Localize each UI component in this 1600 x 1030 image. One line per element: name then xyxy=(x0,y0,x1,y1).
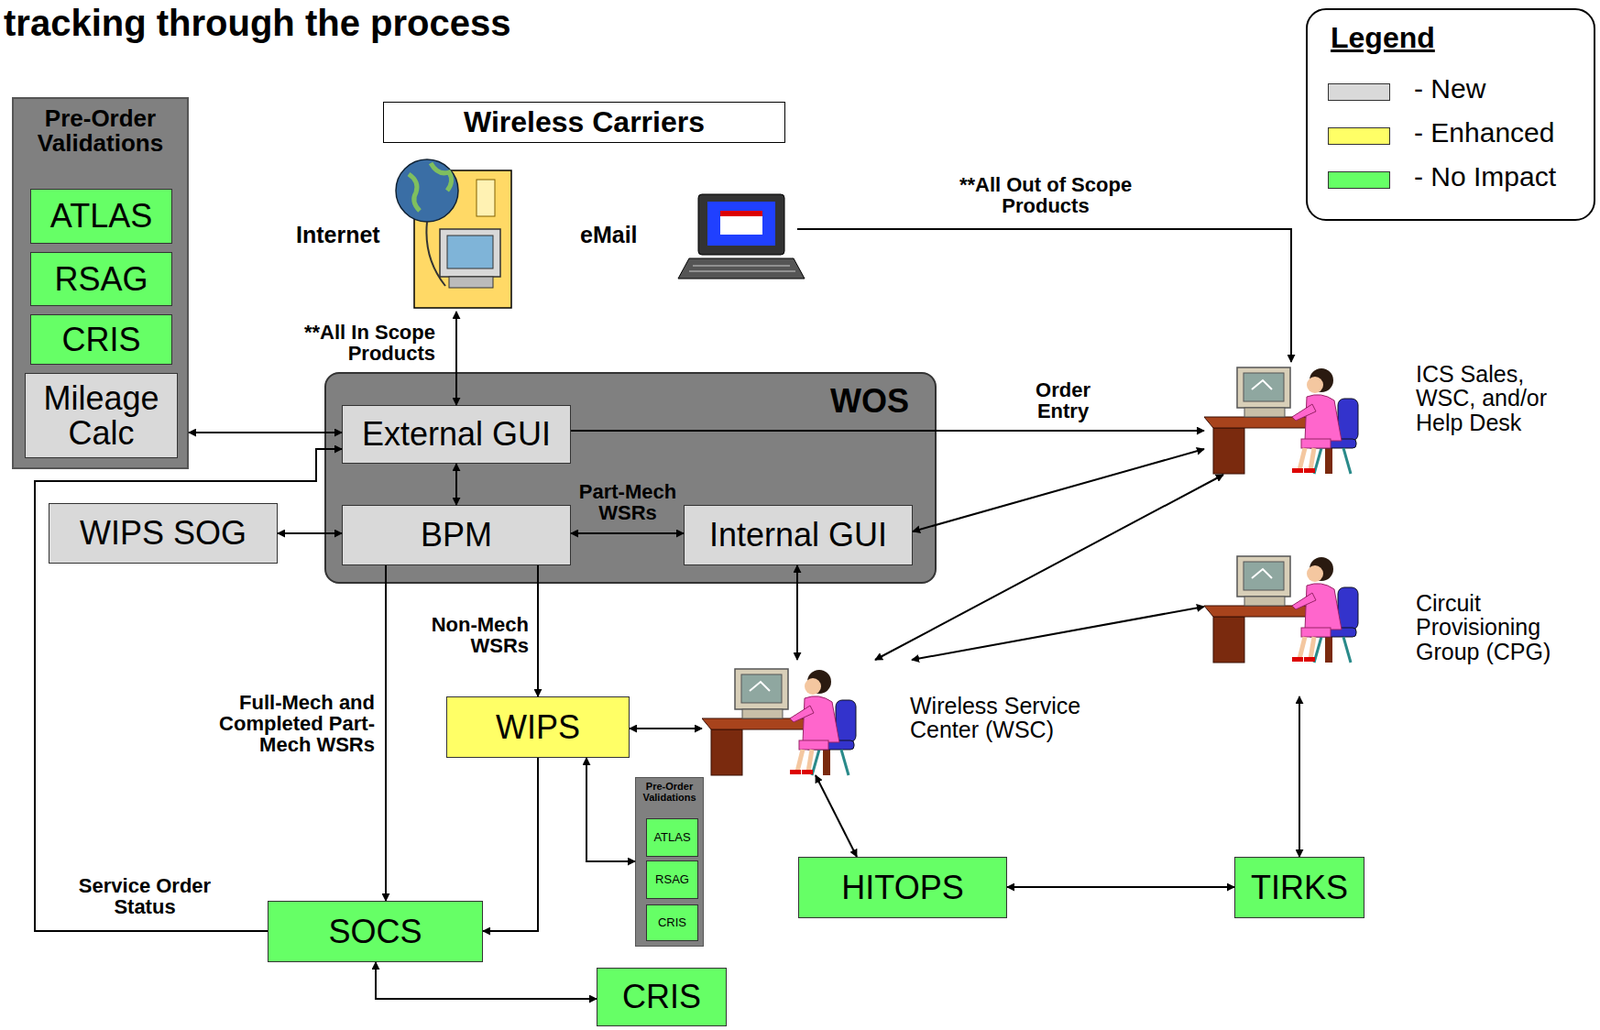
system-box: CRIS xyxy=(30,314,173,365)
box-label: HITOPS xyxy=(841,870,964,906)
edge-label: Non-Mech WSRs xyxy=(409,613,529,657)
edge-label: Part-Mech WSRs xyxy=(572,481,683,524)
system-box: ATLAS xyxy=(30,188,173,244)
box-label: ATLAS xyxy=(653,831,691,844)
group-panel: Pre-Order ValidationsATLAS RSAG CRIS Mileag… xyxy=(11,97,189,470)
legend-box: Legend - New - Enhanced - No Impact xyxy=(1305,8,1596,221)
legend-swatch xyxy=(1327,127,1391,145)
system-box: CRIS xyxy=(646,904,699,942)
box-label: External GUI xyxy=(361,416,551,452)
box-label: Mileage Calc xyxy=(25,381,177,451)
box-label: WIPS SOG xyxy=(79,515,247,551)
box-label: ATLAS xyxy=(50,198,153,234)
box-label: eMail xyxy=(580,222,638,247)
edge-label: Order Entry xyxy=(1017,379,1109,422)
box-label: RSAG xyxy=(655,873,690,887)
box-label: Internal GUI xyxy=(709,517,888,553)
connector xyxy=(455,311,458,406)
system-box: RSAG xyxy=(646,860,699,899)
box-label: CRIS xyxy=(622,979,702,1015)
legend-swatch xyxy=(1327,83,1391,101)
connector xyxy=(570,532,684,535)
edge-label: Full-Mech and Completed Part-Mech WSRs xyxy=(200,691,375,756)
box-label: Wireless Carriers xyxy=(463,107,705,139)
legend-heading: Legend xyxy=(1330,22,1436,55)
work-group: Circuit Provisioning Group (CPG) xyxy=(1204,549,1590,697)
connector xyxy=(586,757,636,862)
legend-text: - Enhanced xyxy=(1413,118,1555,148)
group-label: ICS Sales, WSC, and/or Help Desk xyxy=(1415,361,1581,435)
connector xyxy=(1298,696,1301,857)
connector xyxy=(482,757,538,932)
box-label: Pre-Order Validations xyxy=(635,781,703,803)
connector xyxy=(815,775,857,857)
page-title: tracking through the process xyxy=(3,3,511,43)
connector xyxy=(277,532,342,535)
box-label: WIPS xyxy=(495,710,581,746)
box-label: TIRKS xyxy=(1250,870,1348,906)
system-box: External GUI xyxy=(341,405,571,464)
system-box: HITOPS xyxy=(798,856,1008,919)
connector xyxy=(912,449,1205,532)
person-at-desk xyxy=(1204,556,1359,663)
system-box: Internal GUI xyxy=(683,504,913,566)
group-label: Circuit Provisioning Group (CPG) xyxy=(1415,591,1577,664)
system-box: TIRKS xyxy=(1234,856,1365,919)
work-group: Wireless Service Center (WSC) xyxy=(701,659,1106,776)
edge-label: **All Out of Scope Products xyxy=(949,174,1142,217)
connector xyxy=(188,431,342,434)
system-box: WIPS SOG xyxy=(48,503,278,564)
connector xyxy=(629,727,702,730)
box-label: SOCS xyxy=(328,914,422,950)
legend-swatch xyxy=(1327,171,1391,189)
icon-node: Internet xyxy=(293,158,516,312)
work-group: ICS Sales, WSC, and/or Help Desk xyxy=(1204,361,1590,475)
person-at-desk xyxy=(1204,367,1359,474)
connector xyxy=(570,429,1205,432)
connector xyxy=(375,962,597,999)
connector xyxy=(911,606,1205,660)
internet-icon xyxy=(395,159,512,308)
group-label: Wireless Service Center (WSC) xyxy=(909,693,1098,743)
connector xyxy=(536,565,539,697)
group-panel: Pre-Order ValidationsATLAS RSAG CRIS xyxy=(635,777,704,947)
icon-node: eMail xyxy=(577,188,798,281)
box-label: RSAG xyxy=(54,262,148,297)
connector xyxy=(797,229,1292,362)
connector xyxy=(796,565,799,660)
connector xyxy=(455,463,458,505)
system-box: BPM xyxy=(341,504,571,566)
legend-text: - No Impact xyxy=(1413,162,1557,192)
box-label: BPM xyxy=(420,517,493,553)
box-label: CRIS xyxy=(657,916,687,930)
system-box: WIPS xyxy=(446,696,630,758)
box-label: Pre-Order Validations xyxy=(13,106,187,157)
connector xyxy=(1007,886,1235,888)
box-label: Internet xyxy=(295,222,381,247)
header-box: Wireless Carriers xyxy=(383,101,786,143)
system-box: RSAG xyxy=(30,252,173,307)
system-box: SOCS xyxy=(267,900,483,963)
system-group: WOSExternal GUI BPM Internal GUI xyxy=(324,372,937,584)
system-box: ATLAS xyxy=(646,818,699,857)
connector xyxy=(384,565,387,901)
connector xyxy=(34,449,342,932)
email-icon xyxy=(678,194,805,279)
edge-label: **All In Scope Products xyxy=(270,321,436,364)
box-label: CRIS xyxy=(61,322,141,358)
system-box: CRIS xyxy=(596,967,727,1027)
system-box: Mileage Calc xyxy=(24,372,178,459)
legend-text: - New xyxy=(1413,74,1486,104)
edge-label: Service Order Status xyxy=(57,875,232,918)
box-label: WOS xyxy=(326,383,910,420)
person-at-desk xyxy=(701,668,856,776)
